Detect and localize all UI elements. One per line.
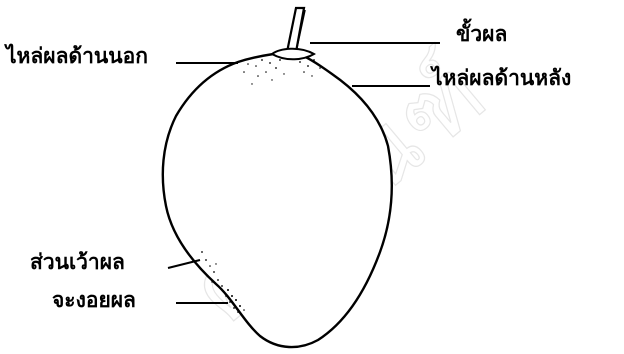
label-beak: จะงอยผล <box>52 290 136 311</box>
label-inner-shoulder: ไหล่ผลด้านหลัง <box>432 68 571 89</box>
stem-base <box>272 49 314 60</box>
label-outer-shoulder: ไหล่ผลด้านนอก <box>6 46 148 67</box>
label-stem: ขั้วผล <box>456 24 507 45</box>
label-sinus: ส่วนเว้าผล <box>30 252 125 273</box>
fruit-stem <box>287 8 305 52</box>
